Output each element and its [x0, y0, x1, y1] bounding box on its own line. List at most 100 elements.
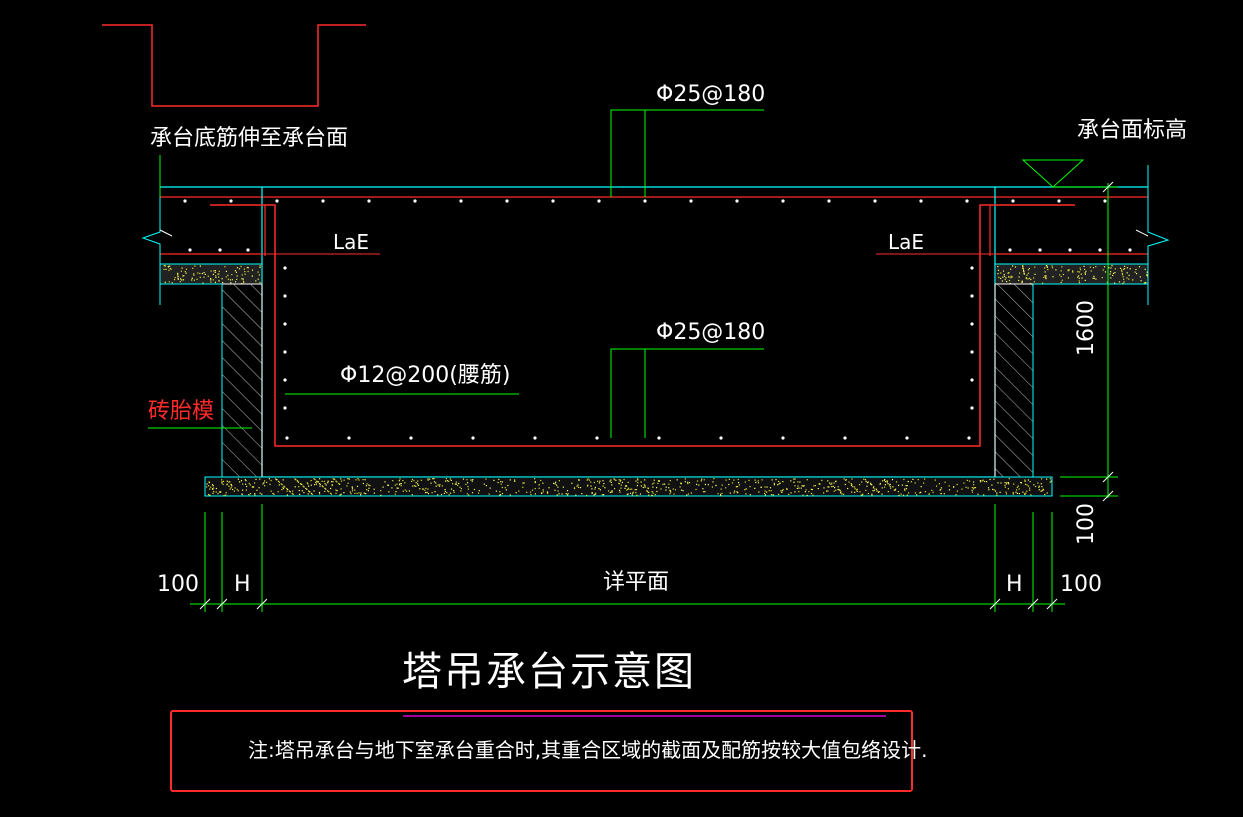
- cushion-speck: [885, 481, 887, 483]
- cushion-speck: [163, 265, 165, 267]
- cushion-speck: [242, 280, 245, 282]
- cushion-speck: [895, 481, 898, 483]
- cushion-speck: [898, 484, 900, 486]
- cushion-speck: [1093, 275, 1095, 277]
- cushion-speck: [211, 488, 214, 490]
- cushion-speck: [540, 479, 542, 482]
- cushion-speck: [1008, 272, 1010, 274]
- cushion-speck: [225, 494, 227, 496]
- cushion-speck: [228, 481, 230, 483]
- cushion-speck: [859, 491, 861, 493]
- cushion-speck: [556, 484, 558, 486]
- rebar-dot: [1038, 248, 1042, 252]
- cushion-speck: [236, 267, 239, 269]
- cushion-speck: [327, 481, 329, 483]
- cushion-speck: [1050, 480, 1052, 482]
- cushion-speck: [1010, 277, 1012, 279]
- cushion-speck: [1041, 486, 1043, 488]
- cushion-speck: [328, 491, 330, 493]
- cushion-speck: [801, 485, 803, 487]
- cushion-speck: [590, 485, 592, 487]
- cushion-speck: [973, 481, 975, 483]
- cushion-speck: [1010, 268, 1012, 270]
- cushion-speck: [357, 478, 359, 480]
- cushion-speck: [231, 279, 233, 281]
- cushion-speck: [240, 265, 242, 268]
- cushion-speck: [163, 268, 165, 270]
- cushion-speck: [1089, 266, 1091, 268]
- cushion-speck: [775, 479, 777, 481]
- cushion-speck: [651, 494, 653, 496]
- cushion-speck: [236, 275, 238, 277]
- cushion-speck: [417, 484, 419, 486]
- cushion-speck: [477, 492, 480, 494]
- rebar-dot: [218, 248, 222, 252]
- cushion-speck: [257, 271, 259, 273]
- rebar-dot: [246, 248, 250, 252]
- cushion-speck: [414, 485, 416, 487]
- cushion-speck: [1090, 270, 1092, 272]
- cushion-speck: [996, 494, 998, 496]
- rebar-dot: [183, 199, 187, 203]
- dim-right-offset-label: 100: [1060, 572, 1102, 597]
- cushion-speck: [495, 490, 497, 492]
- cushion-speck: [871, 484, 873, 486]
- cushion-speck: [221, 482, 223, 484]
- cushion-speck: [1018, 493, 1020, 495]
- right-slab-cushion: [994, 263, 1149, 285]
- cushion-speck: [974, 487, 977, 489]
- cushion-speck: [686, 494, 688, 496]
- rebar-dot: [283, 406, 287, 410]
- cushion-speck: [529, 491, 532, 493]
- cushion-speck: [541, 492, 543, 495]
- cushion-speck: [522, 482, 524, 484]
- cushion-speck: [1146, 271, 1148, 273]
- cushion-speck: [554, 483, 556, 485]
- cushion-speck: [575, 494, 577, 496]
- cushion-speck: [168, 281, 170, 283]
- cushion-speck: [1033, 277, 1035, 279]
- dim-left-offset-label: 100: [157, 572, 199, 597]
- cushion-speck: [203, 272, 205, 274]
- bottom-cushion: [204, 476, 1053, 497]
- cushion-speck: [197, 272, 199, 274]
- cushion-speck: [248, 482, 250, 485]
- cushion-speck: [850, 483, 852, 485]
- cushion-speck: [754, 487, 756, 489]
- cushion-speck: [626, 489, 628, 491]
- cushion-speck: [778, 480, 780, 483]
- cushion-speck: [392, 480, 394, 482]
- cushion-speck: [546, 492, 549, 494]
- cushion-speck: [203, 276, 205, 278]
- cushion-speck: [454, 483, 456, 485]
- cushion-speck: [218, 270, 220, 272]
- cushion-speck: [1118, 281, 1121, 283]
- cushion-speck: [586, 485, 589, 487]
- cushion-speck: [204, 273, 206, 275]
- cushion-speck: [445, 480, 447, 482]
- cushion-speck: [812, 494, 814, 496]
- cushion-speck: [603, 483, 605, 485]
- cushion-speck: [307, 483, 309, 485]
- cushion-speck: [594, 493, 596, 495]
- cushion-speck: [311, 493, 313, 495]
- cushion-speck: [910, 481, 912, 483]
- cushion-speck: [1004, 484, 1006, 486]
- cushion-speck: [887, 491, 889, 493]
- cushion-speck: [772, 494, 774, 496]
- cushion-speck: [430, 482, 432, 484]
- cushion-speck: [618, 489, 621, 491]
- cushion-speck: [185, 268, 187, 270]
- right-brick-wall: [994, 283, 1034, 478]
- cushion-speck: [262, 483, 264, 485]
- rebar-dot: [229, 199, 233, 203]
- cushion-speck: [282, 488, 284, 490]
- cushion-speck: [206, 486, 208, 488]
- cushion-speck: [321, 485, 323, 487]
- cushion-speck: [817, 488, 819, 490]
- cushion-speck: [329, 492, 332, 494]
- cushion-speck: [1008, 279, 1011, 282]
- cushion-speck: [1049, 481, 1051, 483]
- cushion-speck: [193, 273, 195, 275]
- cushion-speck: [831, 486, 833, 488]
